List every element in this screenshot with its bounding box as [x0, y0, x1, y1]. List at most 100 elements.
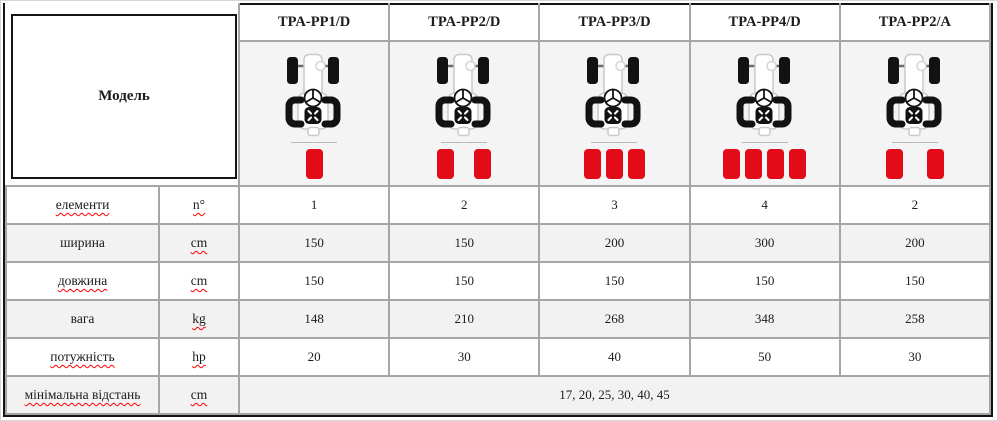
tractor-icon-stack [691, 49, 839, 179]
value-cell: 150 [237, 223, 391, 263]
row-unit: cm [190, 235, 208, 250]
spec-table-border: Модель TPA-PP1/D TPA-PP2/D TPA-PP3/D TPA-PP… [3, 3, 993, 417]
tractor-top-view-icon [285, 53, 341, 136]
value-cell: 30 [388, 337, 541, 377]
red-element-block [789, 148, 807, 179]
row-label-cell: ширина [5, 223, 160, 263]
value-cell: 150 [688, 261, 841, 301]
value-cell: 150 [538, 261, 691, 301]
tractor-icon-row [6, 40, 992, 187]
tractor-icon-stack [240, 49, 388, 179]
value-cell: 150 [388, 223, 541, 263]
value-cell: 1 [237, 185, 391, 225]
value-cell: 268 [538, 299, 691, 339]
red-element-block [767, 148, 785, 179]
red-element-block [926, 148, 944, 179]
row-label: елементи [55, 197, 110, 212]
row-label: вага [70, 311, 95, 326]
table-row: мінімальна відстань cm 17, 20, 25, 30, 40,… [5, 375, 991, 415]
row-label-cell: потужність [5, 337, 160, 377]
red-element-block [745, 148, 763, 179]
element-blocks [437, 148, 492, 179]
row-unit: n° [192, 197, 206, 212]
row-label-cell: мінімальна відстань [5, 375, 160, 415]
element-blocks [723, 148, 807, 179]
hitch-divider-line [591, 141, 638, 143]
tractor-icon-cell [237, 40, 391, 187]
tractor-icon-cell [838, 40, 992, 187]
value-cell: 150 [838, 261, 992, 301]
red-element-block [605, 148, 623, 179]
row-unit: hp [192, 349, 206, 364]
model-name: TPA-PP4/D [728, 14, 801, 30]
row-label-cell: елементи [5, 185, 160, 225]
row-unit-cell: cm [158, 261, 240, 301]
red-element-block [305, 148, 323, 179]
red-element-block [474, 148, 492, 179]
row-unit: cm [190, 387, 208, 402]
model-header-cell: TPA-PP2/D [388, 3, 541, 42]
model-header-cell: TPA-PP2/A [838, 3, 992, 42]
value-cell: 40 [538, 337, 691, 377]
row-unit-cell: kg [158, 299, 240, 339]
hitch-divider-line [441, 141, 488, 143]
row-unit: cm [190, 273, 208, 288]
tractor-icon-stack [841, 49, 989, 179]
corner-cell: Модель [6, 4, 240, 187]
value-cell: 348 [688, 299, 841, 339]
value-cell: 4 [688, 185, 841, 225]
model-header-cell: TPA-PP4/D [688, 3, 841, 42]
value-cell: 30 [838, 337, 992, 377]
tractor-top-view-icon [736, 53, 792, 136]
model-header-cell: TPA-PP1/D [237, 3, 391, 42]
red-element-block [723, 148, 741, 179]
tractor-icon-cell [388, 40, 541, 187]
row-label-cell: довжина [5, 261, 160, 301]
value-cell: 148 [237, 299, 391, 339]
tractor-top-view-icon [886, 53, 942, 136]
value-cell: 200 [838, 223, 992, 263]
red-element-block [437, 148, 455, 179]
model-name: TPA-PP3/D [578, 14, 651, 30]
tractor-icon-stack [390, 49, 538, 179]
tractor-top-view-icon [435, 53, 491, 136]
row-label: потужність [50, 349, 115, 364]
red-element-block [627, 148, 645, 179]
red-element-block [885, 148, 903, 179]
model-name: TPA-PP1/D [277, 14, 351, 30]
tractor-icon-stack [540, 49, 688, 179]
value-cell: 2 [388, 185, 541, 225]
value-cell: 210 [388, 299, 541, 339]
spec-table: Модель TPA-PP1/D TPA-PP2/D TPA-PP3/D TPA-PP… [5, 3, 992, 415]
model-box: Модель [11, 14, 237, 179]
value-cell: 3 [538, 185, 691, 225]
model-header-cell: TPA-PP3/D [538, 3, 691, 42]
tractor-top-view-icon [585, 53, 641, 136]
red-element-block [583, 148, 601, 179]
row-unit-cell: n° [158, 185, 240, 225]
value-cell: 258 [838, 299, 992, 339]
tractor-icon-cell [688, 40, 841, 187]
element-blocks [583, 148, 645, 179]
row-unit-cell: hp [158, 337, 240, 377]
value-cell: 300 [688, 223, 841, 263]
row-unit-cell: cm [158, 375, 240, 415]
element-blocks [885, 148, 944, 179]
value-cell: 150 [388, 261, 541, 301]
merged-value-cell: 17, 20, 25, 30, 40, 45 [238, 375, 991, 415]
row-unit-cell: cm [158, 223, 240, 263]
row-label: мінімальна відстань [24, 387, 141, 402]
row-label-cell: вага [5, 299, 160, 339]
model-name: TPA-PP2/D [428, 14, 501, 30]
row-label: довжина [57, 273, 108, 288]
model-header-row: Модель TPA-PP1/D TPA-PP2/D TPA-PP3/D TPA-PP… [6, 3, 992, 187]
value-cell: 150 [237, 261, 391, 301]
value-cell: 2 [838, 185, 992, 225]
value-cell: 20 [237, 337, 391, 377]
